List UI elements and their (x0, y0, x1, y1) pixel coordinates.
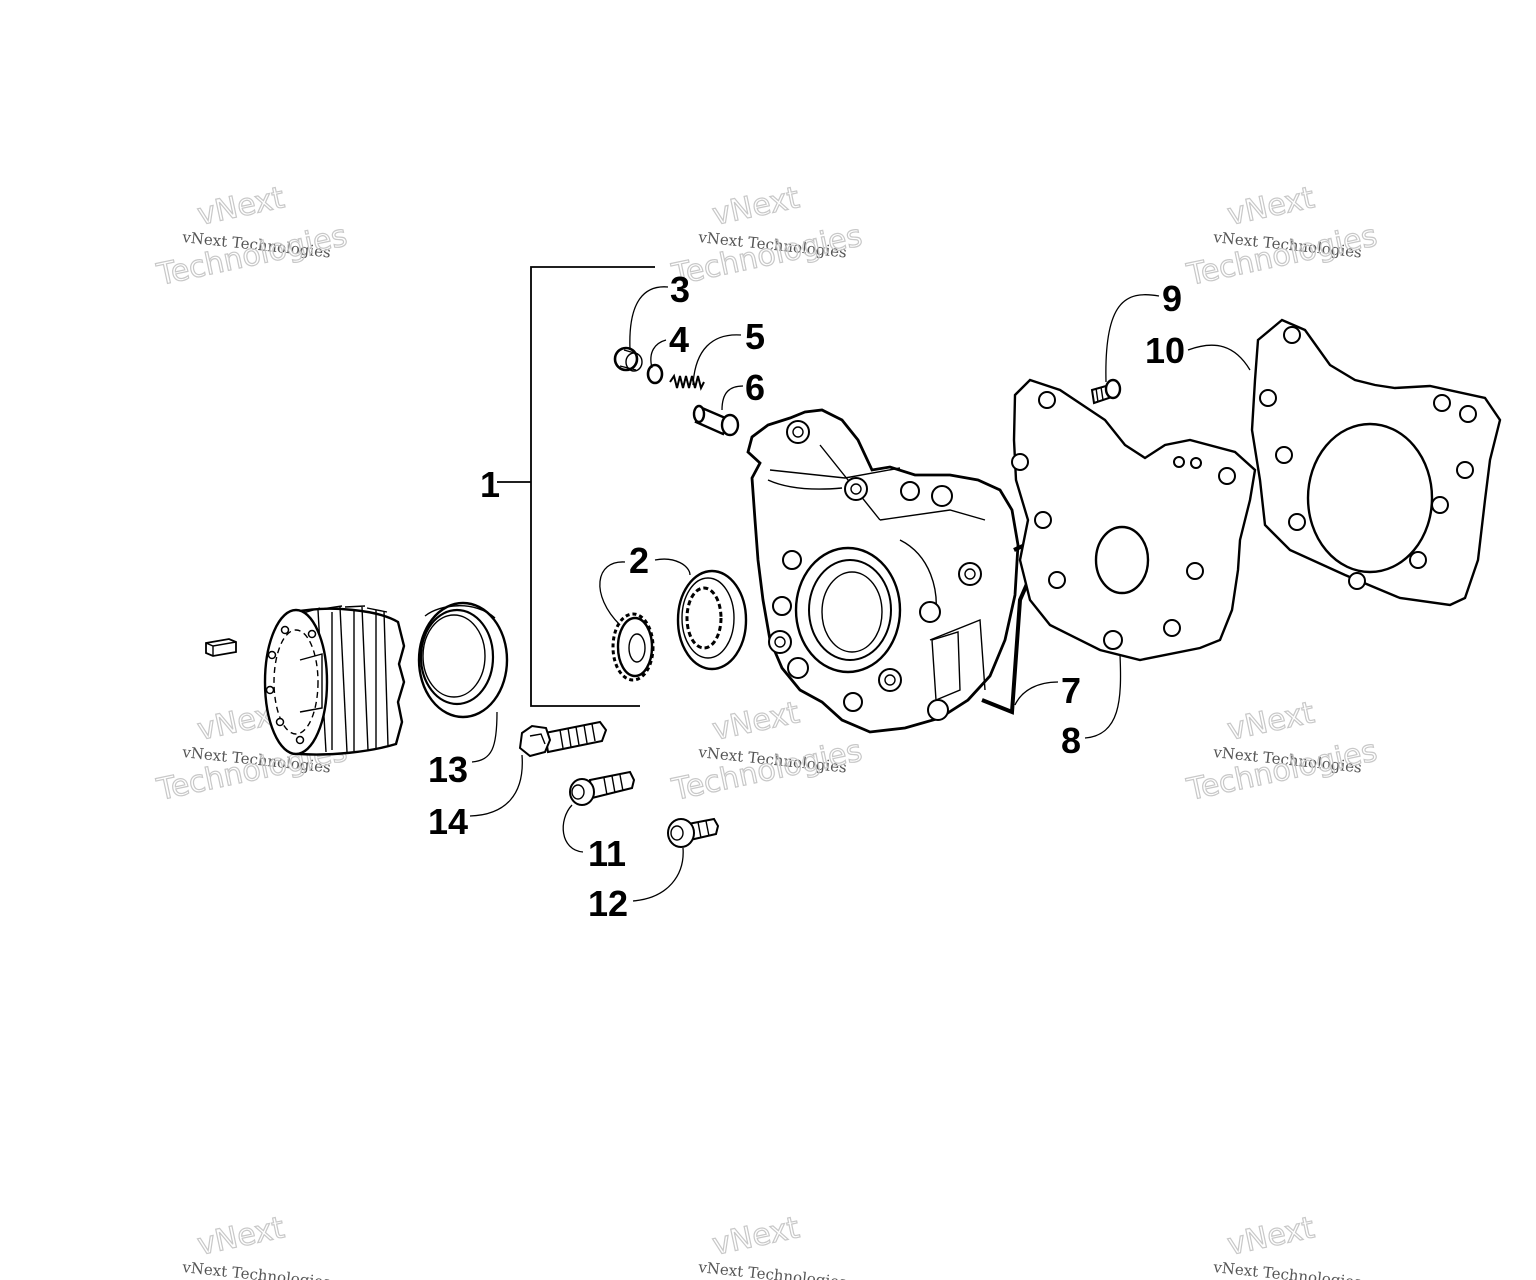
svg-text:vNext: vNext (194, 180, 287, 233)
leader-5 (692, 334, 742, 386)
assembly-bracket (497, 266, 655, 707)
callout-13: 13 (428, 749, 468, 790)
splined-hub (263, 605, 406, 756)
callout-12: 12 (588, 883, 628, 924)
relief-valve-piston (692, 404, 740, 437)
leader-12 (632, 847, 684, 902)
svg-text:vNext: vNext (194, 1210, 287, 1263)
svg-text:vNext Technologies: vNext Technologies (697, 1258, 848, 1280)
leader-2b (654, 558, 691, 576)
callout-2: 2 (629, 540, 649, 581)
watermark-top-left: vNext vNext Technologies Technologies (153, 180, 351, 294)
oil-pump-housing (746, 408, 1020, 734)
callout-4: 4 (669, 319, 689, 360)
pump-gasket (1011, 378, 1257, 662)
watermark-bottom-center: vNext vNext Technologies (697, 1210, 848, 1280)
leader-4 (650, 339, 667, 369)
svg-text:vNext Technologies: vNext Technologies (1212, 1258, 1363, 1280)
socket-screw-long (569, 770, 636, 806)
callout-1: 1 (480, 464, 500, 505)
svg-text:vNext: vNext (709, 695, 802, 748)
svg-text:Technologies: Technologies (668, 734, 865, 809)
svg-text:Technologies: Technologies (1183, 734, 1380, 809)
relief-valve-o-ring (646, 363, 664, 385)
svg-text:Technologies: Technologies (1183, 219, 1380, 294)
inner-rotor-gear (611, 612, 655, 682)
leader-10 (1187, 344, 1251, 371)
flange-bolt (518, 720, 608, 758)
svg-text:vNext: vNext (1224, 180, 1317, 233)
svg-text:vNext: vNext (1224, 1210, 1317, 1263)
socket-screw-short (667, 817, 720, 848)
svg-text:vNext: vNext (709, 180, 802, 233)
callout-8: 8 (1061, 720, 1081, 761)
watermark-top-center: vNext vNext Technologies Technologies (668, 180, 866, 294)
svg-text:vNext: vNext (1224, 695, 1317, 748)
svg-text:Technologies: Technologies (668, 219, 865, 294)
oil-seal (417, 601, 509, 719)
watermark-mid-right: vNext vNext Technologies Technologies (1183, 695, 1381, 809)
callout-9: 9 (1162, 278, 1182, 319)
outer-rotor (676, 569, 748, 671)
watermark-top-right: vNext vNext Technologies Technologies (1183, 180, 1381, 294)
leader-14 (469, 754, 523, 817)
svg-text:vNext Technologies: vNext Technologies (181, 1258, 332, 1280)
callout-7: 7 (1061, 670, 1081, 711)
callout-10: 10 (1145, 330, 1185, 371)
leader-9 (1105, 294, 1160, 383)
callout-6: 6 (745, 367, 765, 408)
relief-valve-plug (613, 346, 643, 372)
leader-7 (1014, 681, 1059, 706)
leader-8 (1084, 654, 1122, 739)
leader-2a (599, 561, 626, 626)
woodruff-key (205, 638, 237, 657)
callout-3: 3 (670, 269, 690, 310)
watermark-bottom-right: vNext vNext Technologies (1212, 1210, 1363, 1280)
relief-valve-spring (669, 373, 705, 391)
callout-5: 5 (745, 316, 765, 357)
leader-3 (629, 286, 669, 351)
gasket-screw (1090, 378, 1122, 405)
watermark-bottom-left: vNext vNext Technologies (181, 1210, 332, 1280)
svg-text:vNext: vNext (709, 1210, 802, 1263)
leader-6 (721, 385, 744, 411)
cover-plate (1250, 318, 1502, 607)
leader-11 (562, 804, 584, 853)
callout-11: 11 (588, 833, 626, 874)
callout-14: 14 (428, 801, 468, 842)
leader-13 (471, 711, 498, 763)
